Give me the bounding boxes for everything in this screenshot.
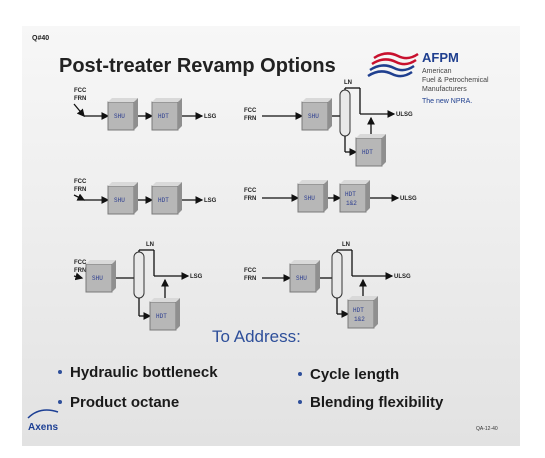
hdt-unit: HDT [355, 134, 386, 167]
afpm-line1: American [422, 68, 452, 75]
afpm-name: AFPM [422, 50, 459, 65]
hdt-1-2-unit: HDT 1&2 [339, 180, 370, 213]
feed-frn-label: FRN [244, 196, 256, 202]
bullet-item: Cycle length [310, 366, 399, 383]
ln-label: LN [146, 242, 154, 248]
shu-unit: SHU [85, 260, 116, 293]
diagram-6: FCC FRN SHU LN HDT 1&2 ULSG [244, 242, 411, 329]
feed-frn-label: FRN [244, 116, 256, 122]
bullet-item: Hydraulic bottleneck [70, 364, 218, 381]
shu-label: SHU [92, 275, 103, 282]
feed-fcc-label: FCC [74, 88, 87, 94]
splitter-column [339, 89, 351, 137]
afpm-logo: AFPM American Fuel & Petrochemical Manuf… [367, 50, 489, 105]
diagram-3: FCC FRN SHU HDT LSG [73, 179, 217, 215]
shu-label: SHU [308, 113, 319, 120]
axens-brand: Axens [28, 422, 58, 433]
product-lsg-label: LSG [190, 274, 203, 280]
diagram-2: FCC FRN SHU LN HDT ULSG [244, 80, 413, 167]
hdt-unit: HDT [151, 98, 182, 131]
bullet-item: Blending flexibility [310, 394, 444, 411]
diagram-1: FCC FRN SHU HDT LSG [73, 88, 217, 131]
shu-unit: SHU [297, 180, 328, 213]
hdt-unit: HDT [151, 182, 182, 215]
feed-fcc-label: FCC [74, 179, 87, 185]
feed-fcc-label: FCC [244, 268, 257, 274]
splitter-column [133, 251, 145, 299]
shu-unit: SHU [301, 98, 332, 131]
product-ulsg-label: ULSG [396, 112, 413, 118]
slide-canvas: Q#40 Post-treater Revamp Options AFPM Am… [27, 35, 498, 433]
shu-label: SHU [296, 275, 307, 282]
slide-id: Q#40 [32, 35, 49, 42]
shu-label: SHU [304, 195, 315, 202]
feed-frn-label: FRN [74, 187, 86, 193]
shu-unit: SHU [107, 182, 138, 215]
splitter-column [331, 251, 343, 299]
axens-logo: Axens [27, 409, 59, 433]
product-lsg-label: LSG [204, 198, 217, 204]
diagram-4: FCC FRN SHU HDT 1&2 ULSG [244, 180, 417, 213]
afpm-flag-icon [367, 52, 419, 78]
product-ulsg-label: ULSG [400, 196, 417, 202]
feed-frn-label: FRN [74, 96, 86, 102]
hdt-label: HDT [156, 313, 167, 320]
feed-fcc-label: FCC [244, 188, 257, 194]
hdt-label: HDT [158, 197, 169, 204]
shu-label: SHU [114, 197, 125, 204]
product-ulsg-label: ULSG [394, 274, 411, 280]
product-lsg-label: LSG [204, 114, 217, 120]
diagram-5: FCC FRN SHU LN HDT LSG [73, 242, 203, 331]
hdt-label: HDT [362, 149, 373, 156]
afpm-tagline: The new NPRA. [422, 98, 472, 105]
axens-swoosh-icon [27, 409, 59, 419]
hdt-label: HDT [345, 191, 356, 198]
hdt-label: HDT [353, 307, 364, 314]
bullet-list: Hydraulic bottleneck Product octane Cycl… [58, 364, 444, 411]
shu-label: SHU [114, 113, 125, 120]
to-address-heading: To Address: [212, 327, 301, 346]
slide-code: QA-12-40 [476, 426, 498, 432]
shu-unit: SHU [107, 98, 138, 131]
shu-unit: SHU [289, 260, 320, 293]
ln-label: LN [344, 80, 352, 86]
hdt-label: HDT [158, 113, 169, 120]
hdt-stage-label: 1&2 [346, 200, 357, 207]
feed-frn-label: FRN [244, 276, 256, 282]
feed-fcc-label: FCC [74, 260, 87, 266]
afpm-line2: Fuel & Petrochemical [422, 77, 489, 84]
afpm-line3: Manufacturers [422, 86, 467, 93]
hdt-unit: HDT [149, 298, 180, 331]
bullet-icon [58, 400, 62, 404]
ln-label: LN [342, 242, 350, 248]
hdt-stage-label: 1&2 [354, 316, 365, 323]
slide: Q#40 Post-treater Revamp Options AFPM Am… [22, 26, 520, 446]
bullet-icon [298, 400, 302, 404]
feed-frn-label: FRN [74, 268, 86, 274]
bullet-item: Product octane [70, 394, 179, 411]
feed-fcc-label: FCC [244, 108, 257, 114]
bullet-icon [298, 372, 302, 376]
slide-title: Post-treater Revamp Options [59, 55, 336, 77]
bullet-icon [58, 370, 62, 374]
hdt-1-2-unit: HDT 1&2 [347, 296, 378, 329]
